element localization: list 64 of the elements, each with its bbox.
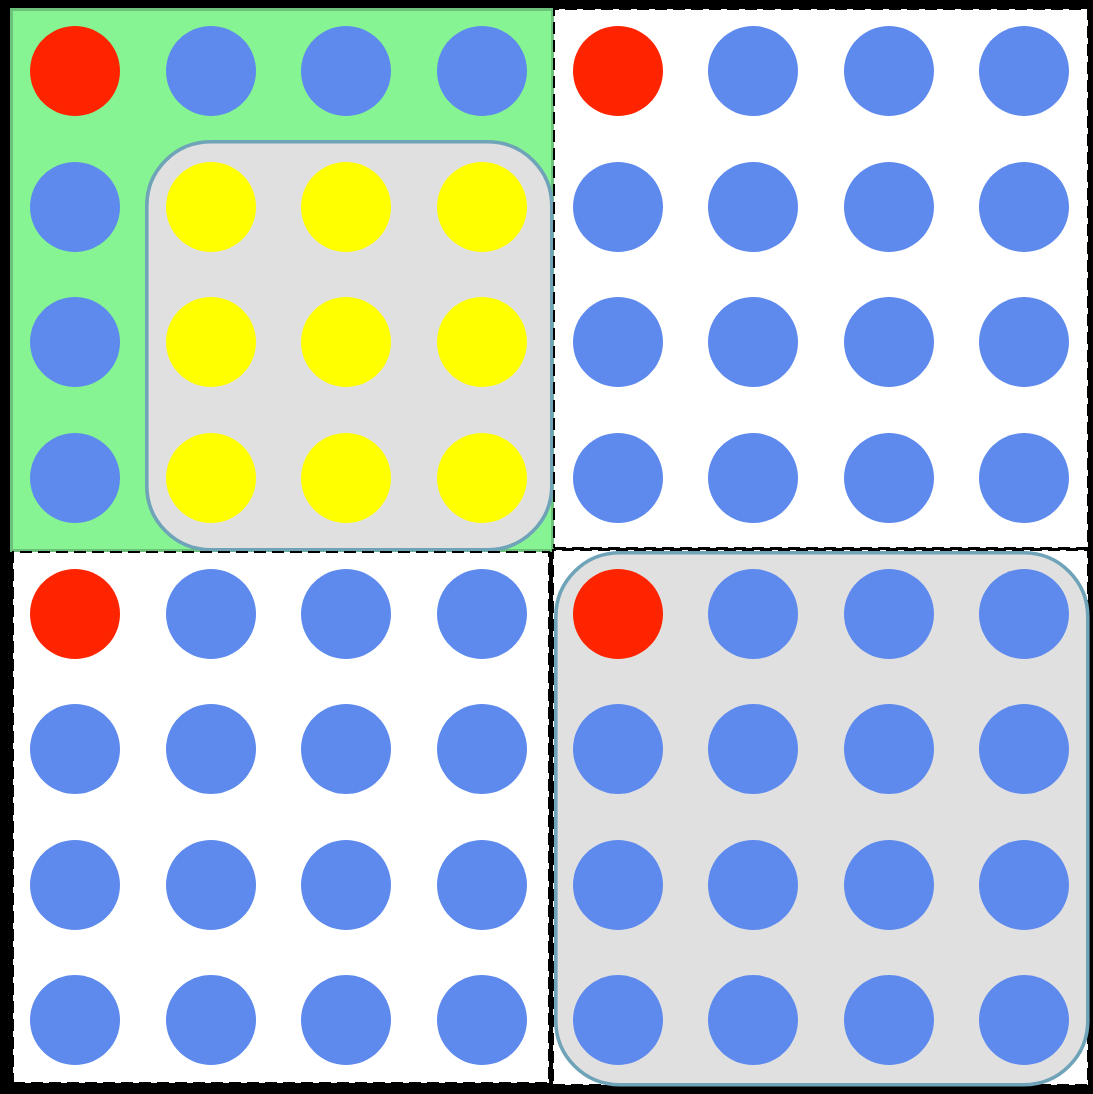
dot [166,569,256,659]
dot [708,433,798,523]
dot [844,840,934,930]
dot [708,704,798,794]
dot [844,162,934,252]
dot [844,26,934,116]
dot [437,569,527,659]
dot [844,297,934,387]
dot [708,569,798,659]
dot [573,975,663,1065]
dot [30,704,120,794]
dot [979,569,1069,659]
dot [437,840,527,930]
dot [573,162,663,252]
dot [30,840,120,930]
dot [166,840,256,930]
dot [301,569,391,659]
dot [573,704,663,794]
dot [30,26,120,116]
dot [30,297,120,387]
dot [844,569,934,659]
dot [437,433,527,523]
dot [166,704,256,794]
dot [708,26,798,116]
dot [30,975,120,1065]
dot [437,26,527,116]
dot [844,975,934,1065]
dot [301,433,391,523]
dot [708,840,798,930]
dot [708,975,798,1065]
dot [437,297,527,387]
dot [301,975,391,1065]
dot [573,26,663,116]
dot [301,704,391,794]
dot [708,297,798,387]
dot [301,840,391,930]
dot [979,297,1069,387]
dot [437,704,527,794]
dot [30,569,120,659]
dot [573,840,663,930]
dot [844,433,934,523]
dot [166,26,256,116]
dot [166,433,256,523]
dot [844,704,934,794]
dot [979,840,1069,930]
dot [166,975,256,1065]
dot [979,162,1069,252]
dot [166,297,256,387]
dot [301,162,391,252]
dot [30,162,120,252]
dot [979,704,1069,794]
dot [301,297,391,387]
dot [573,569,663,659]
dot [979,975,1069,1065]
dot [573,297,663,387]
dot [437,162,527,252]
dot [979,26,1069,116]
dot [979,433,1069,523]
dot [573,433,663,523]
dot [708,162,798,252]
dot [166,162,256,252]
dot [30,433,120,523]
dot [301,26,391,116]
dot [437,975,527,1065]
